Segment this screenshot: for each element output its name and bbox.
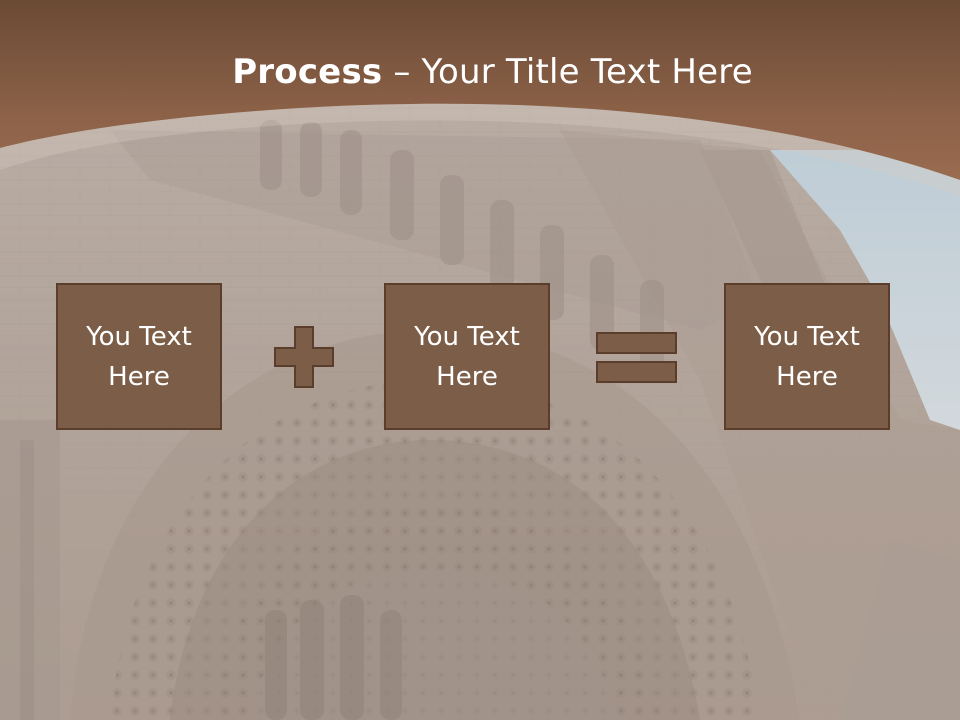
process-box-3-label: You Text Here xyxy=(754,321,860,392)
title-bold: Process xyxy=(232,52,383,92)
process-box-3[interactable]: You Text Here xyxy=(724,283,890,430)
process-box-1[interactable]: You Text Here xyxy=(56,283,222,430)
title-rest: – Your Title Text Here xyxy=(382,52,753,92)
slide-title: Process – Your Title Text Here xyxy=(0,52,960,92)
process-box-1-label: You Text Here xyxy=(86,321,192,392)
equals-icon xyxy=(596,332,677,383)
process-box-2-label: You Text Here xyxy=(414,321,520,392)
plus-icon xyxy=(274,326,334,388)
process-box-2[interactable]: You Text Here xyxy=(384,283,550,430)
